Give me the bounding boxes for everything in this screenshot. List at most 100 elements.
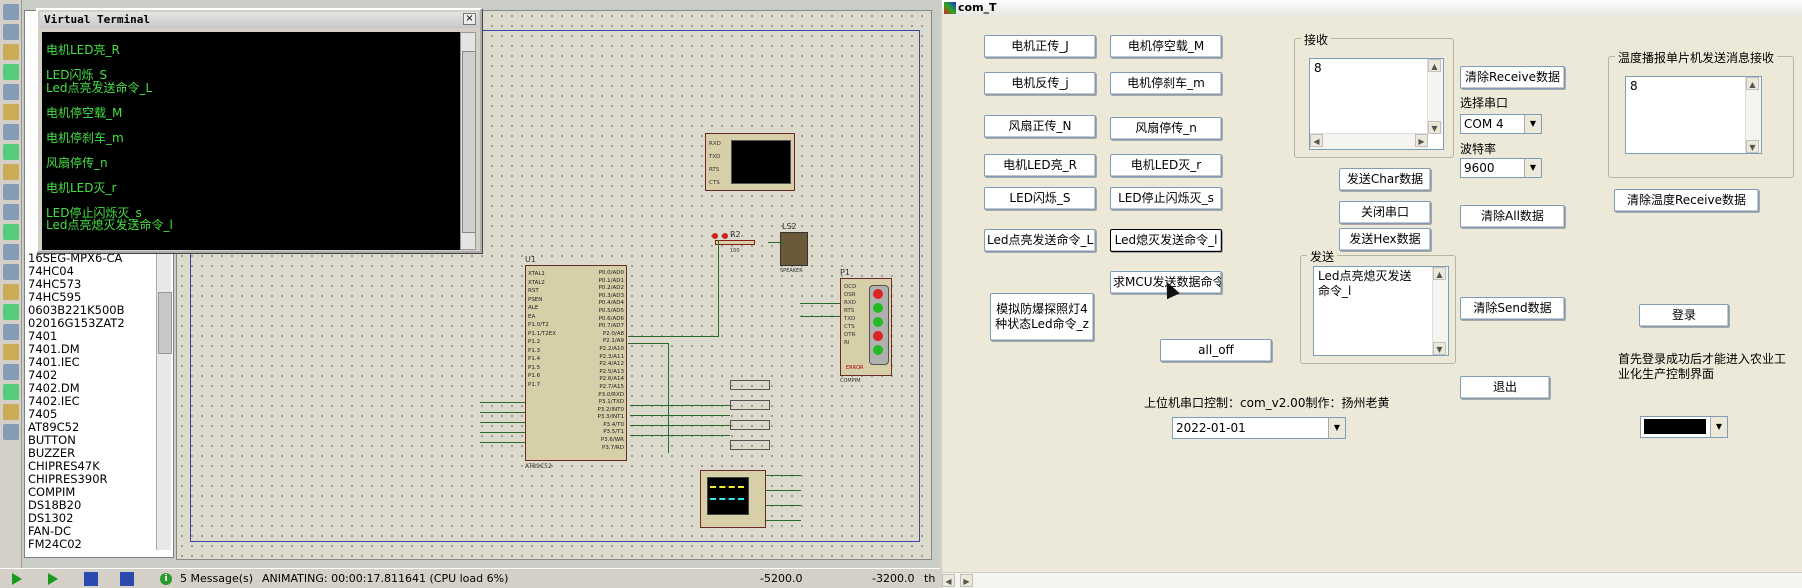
- send-char-button[interactable]: 发送Char数据: [1339, 168, 1431, 191]
- device-list-item[interactable]: 0603B221K500B: [28, 303, 125, 317]
- scroll-left-icon[interactable]: ◀: [942, 574, 955, 587]
- step-icon[interactable]: [48, 573, 58, 585]
- led-stop-blink-button[interactable]: LED停止闪烁灭_s: [1110, 187, 1222, 210]
- device-list-item[interactable]: FAN-DC: [28, 524, 72, 538]
- device-list-item[interactable]: AT89C52: [28, 420, 80, 434]
- line-tool-icon[interactable]: [3, 284, 19, 300]
- button-switch[interactable]: [730, 440, 770, 450]
- scroll-down-icon[interactable]: ▼: [1746, 140, 1759, 153]
- port-select[interactable]: COM 4 ▼: [1460, 114, 1542, 134]
- device-list-item[interactable]: 74HC573: [28, 277, 82, 291]
- motor-reverse-button[interactable]: 电机反传_j: [984, 72, 1096, 95]
- motor-stop-idle-button[interactable]: 电机停空载_M: [1110, 35, 1222, 58]
- device-list-item[interactable]: DS1302: [28, 511, 74, 525]
- circle-tool-icon[interactable]: [3, 324, 19, 340]
- motor-brake-button[interactable]: 电机停刹车_m: [1110, 72, 1222, 95]
- arc-tool-icon[interactable]: [3, 344, 19, 360]
- device-list-item[interactable]: 02016G153ZAT2: [28, 316, 125, 330]
- oscilloscope-symbol[interactable]: [700, 470, 766, 528]
- fan-stop-button[interactable]: 风扇停传_n: [1110, 117, 1222, 140]
- temperature-textbox[interactable]: 8 ▲ ▼: [1625, 76, 1762, 154]
- junction-tool-icon[interactable]: [3, 44, 19, 60]
- scrollbar-thumb[interactable]: [158, 292, 172, 354]
- vertical-scrollbar[interactable]: ▲ ▼: [1745, 77, 1761, 153]
- device-list-item[interactable]: 16SEG-MPX6-CA: [28, 252, 123, 265]
- device-list-item[interactable]: 74HC595: [28, 290, 82, 304]
- clear-receive-button[interactable]: 清除Receive数据: [1460, 66, 1565, 89]
- login-button[interactable]: 登录: [1639, 304, 1729, 327]
- tape-tool-icon[interactable]: [3, 204, 19, 220]
- resistor-r2[interactable]: [715, 240, 755, 245]
- date-picker[interactable]: 2022-01-01 ▼: [1172, 417, 1346, 439]
- simulate-lamp-button[interactable]: 模拟防爆探照灯4 种状态Led命令_z: [990, 293, 1094, 341]
- clear-send-button[interactable]: 清除Send数据: [1460, 297, 1565, 320]
- device-list-item[interactable]: FM24C02: [28, 537, 82, 551]
- symbol-tool-icon[interactable]: [3, 404, 19, 420]
- device-list-item[interactable]: CHIPRES390R: [28, 472, 108, 486]
- text-a-tool-icon[interactable]: [3, 384, 19, 400]
- message-count[interactable]: 5 Message(s): [180, 572, 254, 585]
- speaker-ls2[interactable]: [780, 232, 808, 266]
- scroll-down-icon[interactable]: ▼: [1428, 121, 1441, 134]
- device-list-item[interactable]: 74HC04: [28, 264, 74, 278]
- exit-button[interactable]: 退出: [1460, 376, 1550, 399]
- scroll-up-icon[interactable]: ▲: [1433, 267, 1446, 280]
- label-tool-icon[interactable]: [3, 64, 19, 80]
- scroll-right-icon[interactable]: ▶: [960, 574, 973, 587]
- device-list-item[interactable]: 7402.DM: [28, 381, 80, 395]
- motor-led-on-button[interactable]: 电机LED亮_R: [984, 154, 1096, 177]
- app-title-bar[interactable]: com_T: [942, 0, 1802, 16]
- graph-tool-icon[interactable]: [3, 184, 19, 200]
- device-list-scrollbar[interactable]: [156, 252, 172, 550]
- motor-forward-button[interactable]: 电机正传_J: [984, 35, 1096, 58]
- led-blink-button[interactable]: LED闪烁_S: [984, 187, 1096, 210]
- text-tool-icon[interactable]: [3, 84, 19, 100]
- scroll-right-icon[interactable]: ▶: [1415, 134, 1428, 147]
- scrollbar-thumb[interactable]: [462, 51, 476, 233]
- request-mcu-data-button[interactable]: 求MCU发送数据命令: [1110, 271, 1222, 294]
- scroll-up-icon[interactable]: ▲: [1746, 77, 1759, 90]
- vertical-scrollbar[interactable]: ▲ ▼: [1432, 267, 1448, 355]
- device-list-item[interactable]: BUZZER: [28, 446, 76, 460]
- instrument-tool-icon[interactable]: [3, 264, 19, 280]
- vt-title-bar[interactable]: Virtual Terminal: [40, 12, 478, 28]
- component-tool-icon[interactable]: [3, 24, 19, 40]
- pin-tool-icon[interactable]: [3, 164, 19, 180]
- chevron-down-icon[interactable]: ▼: [1710, 417, 1727, 437]
- device-list-item[interactable]: 7401: [28, 329, 58, 343]
- device-list-item[interactable]: COMPIM: [28, 485, 76, 499]
- marker-tool-icon[interactable]: [3, 424, 19, 440]
- motor-led-off-button[interactable]: 电机LED灭_r: [1110, 154, 1222, 177]
- horizontal-scrollbar[interactable]: ◀ ▶: [1310, 133, 1428, 149]
- device-list-item[interactable]: 7402.IEC: [28, 394, 80, 408]
- device-list-item[interactable]: 7401.IEC: [28, 355, 80, 369]
- box-tool-icon[interactable]: [3, 304, 19, 320]
- device-list-item[interactable]: 7405: [28, 407, 58, 421]
- vertical-scrollbar[interactable]: ▲ ▼: [1427, 59, 1443, 134]
- device-list-item[interactable]: DS18B20: [28, 498, 82, 512]
- clear-temperature-button[interactable]: 清除温度Receive数据: [1614, 189, 1759, 212]
- button-switch[interactable]: [730, 420, 770, 430]
- terminal-tool-icon[interactable]: [3, 144, 19, 160]
- scroll-down-icon[interactable]: ▼: [1433, 342, 1446, 355]
- fan-forward-button[interactable]: 风扇正传_N: [984, 115, 1096, 138]
- user-select[interactable]: ▼: [1640, 416, 1728, 438]
- device-list-item[interactable]: 7402: [28, 368, 58, 382]
- device-list-item[interactable]: 7401.DM: [28, 342, 80, 356]
- send-textbox[interactable]: Led点亮熄灭发送命令_l ▲ ▼: [1313, 266, 1449, 356]
- send-hex-button[interactable]: 发送Hex数据: [1339, 228, 1431, 251]
- clear-all-button[interactable]: 清除All数据: [1460, 205, 1565, 228]
- close-icon[interactable]: ×: [463, 13, 476, 25]
- baud-select[interactable]: 9600 ▼: [1460, 158, 1542, 178]
- led-off-send-button[interactable]: Led熄灭发送命令_l: [1110, 229, 1222, 252]
- chevron-down-icon[interactable]: ▼: [1524, 115, 1541, 133]
- receive-textbox[interactable]: 8 ▲ ▼ ◀ ▶: [1309, 58, 1444, 150]
- stop-icon[interactable]: [120, 572, 134, 586]
- pause-icon[interactable]: [84, 572, 98, 586]
